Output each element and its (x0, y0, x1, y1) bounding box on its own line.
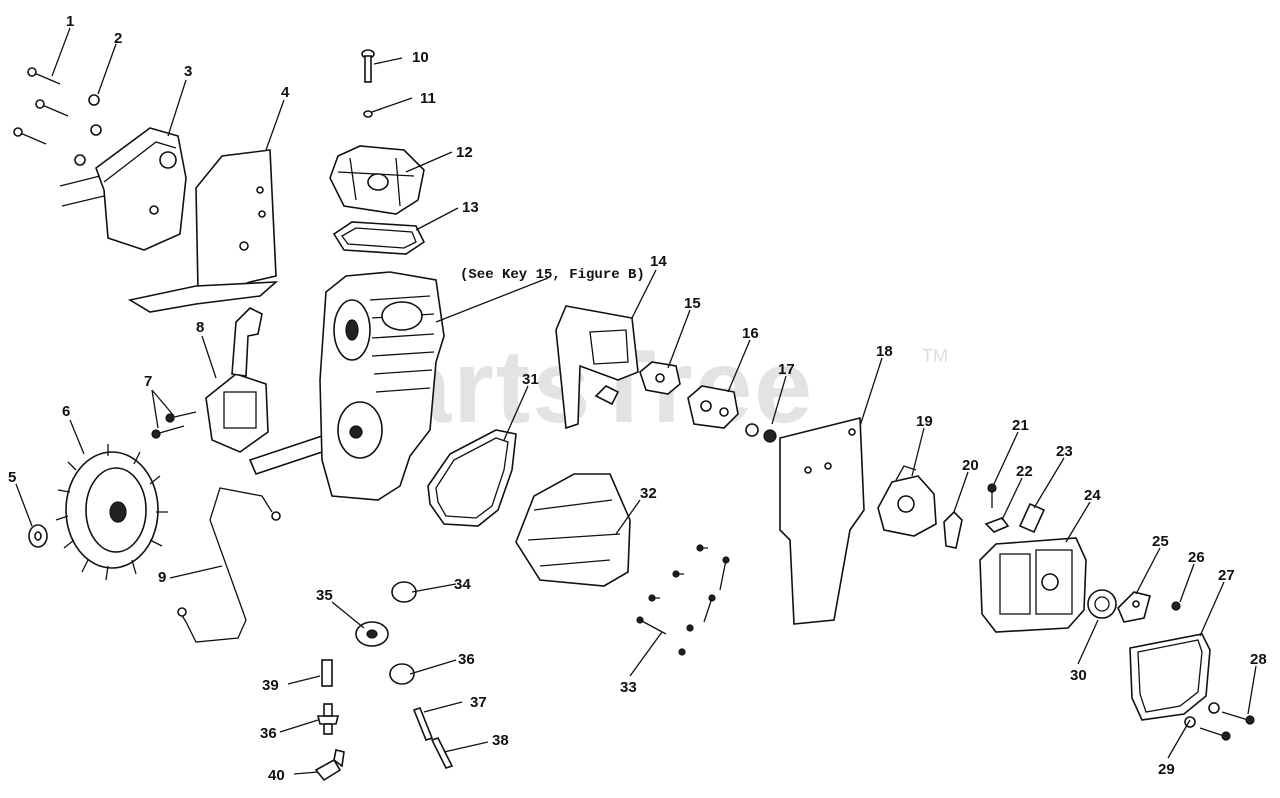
callout-4: 4 (281, 84, 290, 101)
part-22-clip (984, 517, 1010, 533)
part-36-fittings (316, 663, 415, 735)
part-11-washer (363, 110, 373, 118)
callout-15: 15 (684, 295, 701, 312)
callout-3: 3 (184, 63, 192, 80)
part-24-housing (979, 537, 1087, 633)
callout-2: 2 (114, 30, 122, 47)
part-32-crankcase (515, 473, 631, 587)
callout-36a: 36 (458, 651, 475, 668)
part-12-cover (329, 145, 425, 215)
callout-23: 23 (1056, 443, 1073, 460)
callout-20: 20 (962, 457, 979, 474)
part-9-wire (177, 487, 281, 643)
part-28-screws (1199, 711, 1255, 741)
callout-35: 35 (316, 587, 333, 604)
part-30-knob (1087, 589, 1117, 619)
part-27-gasket (1129, 633, 1211, 721)
part-18-plate (779, 416, 865, 625)
part-19-carburetor (877, 465, 937, 537)
part-10-bolt (361, 49, 375, 83)
callout-33: 33 (620, 679, 637, 696)
callout-29: 29 (1158, 761, 1175, 778)
part-fitting (594, 385, 620, 406)
part-39-tube (321, 659, 333, 687)
part-33-screws (636, 544, 730, 656)
figure-reference-note: (See Key 15, Figure B) (460, 267, 645, 283)
part-17-nuts (745, 423, 777, 443)
part-5-washer (28, 524, 48, 548)
callout-32: 32 (640, 485, 657, 502)
callout-21: 21 (1012, 417, 1029, 434)
leader-lines (15, 27, 1257, 775)
part-14-bracket (555, 305, 639, 430)
part-8-ignition-coil (205, 307, 269, 453)
callout-9: 9 (158, 569, 166, 586)
part-37-38-pins (412, 707, 454, 769)
callout-10: 10 (412, 49, 429, 66)
trademark-mark: TM (922, 346, 948, 366)
callout-26: 26 (1188, 549, 1205, 566)
callout-17: 17 (778, 361, 795, 378)
part-40-elbow (314, 749, 345, 782)
callout-6: 6 (62, 403, 70, 420)
callout-19: 19 (916, 413, 933, 430)
callout-12: 12 (456, 144, 473, 161)
callout-24: 24 (1084, 487, 1101, 504)
part-31-gasket (427, 429, 517, 527)
part-16-intake (687, 385, 739, 429)
callout-16: 16 (742, 325, 759, 342)
callout-11: 11 (420, 90, 436, 107)
callout-1: 1 (66, 13, 74, 30)
callout-22: 22 (1016, 463, 1033, 480)
callout-36b: 36 (260, 725, 277, 742)
callout-31: 31 (522, 371, 539, 388)
callout-30: 30 (1070, 667, 1087, 684)
part-23-bracket (1018, 502, 1046, 534)
part-4-shield (127, 149, 279, 313)
part-34-clamp (391, 581, 417, 603)
callout-5: 5 (8, 469, 16, 486)
part-3-muffler (59, 127, 187, 251)
callout-labels: 1 2 3 4 5 6 7 8 9 10 11 12 13 14 15 16 1… (8, 13, 1267, 784)
part-engine-block (319, 271, 445, 501)
callout-7: 7 (144, 373, 152, 390)
callout-14: 14 (650, 253, 667, 270)
part-26-screw (1171, 601, 1181, 611)
callout-34: 34 (454, 576, 471, 593)
part-2-nuts (74, 94, 102, 166)
callout-28: 28 (1250, 651, 1267, 668)
part-6-flywheel (55, 444, 168, 581)
part-13-gasket (332, 221, 426, 255)
part-15-gasket (639, 361, 681, 395)
part-1-bolts (13, 67, 69, 145)
part-25-link (1117, 591, 1151, 623)
callout-27: 27 (1218, 567, 1235, 584)
callout-18: 18 (876, 343, 893, 360)
callout-39: 39 (262, 677, 279, 694)
part-20-elbow (943, 510, 963, 549)
callout-13: 13 (462, 199, 479, 216)
callout-40: 40 (268, 767, 285, 784)
callout-8: 8 (196, 319, 204, 336)
callout-38: 38 (492, 732, 509, 749)
callout-25: 25 (1152, 533, 1169, 550)
part-21-screw (987, 483, 997, 508)
part-7-screws (151, 411, 197, 439)
callout-37: 37 (470, 694, 487, 711)
